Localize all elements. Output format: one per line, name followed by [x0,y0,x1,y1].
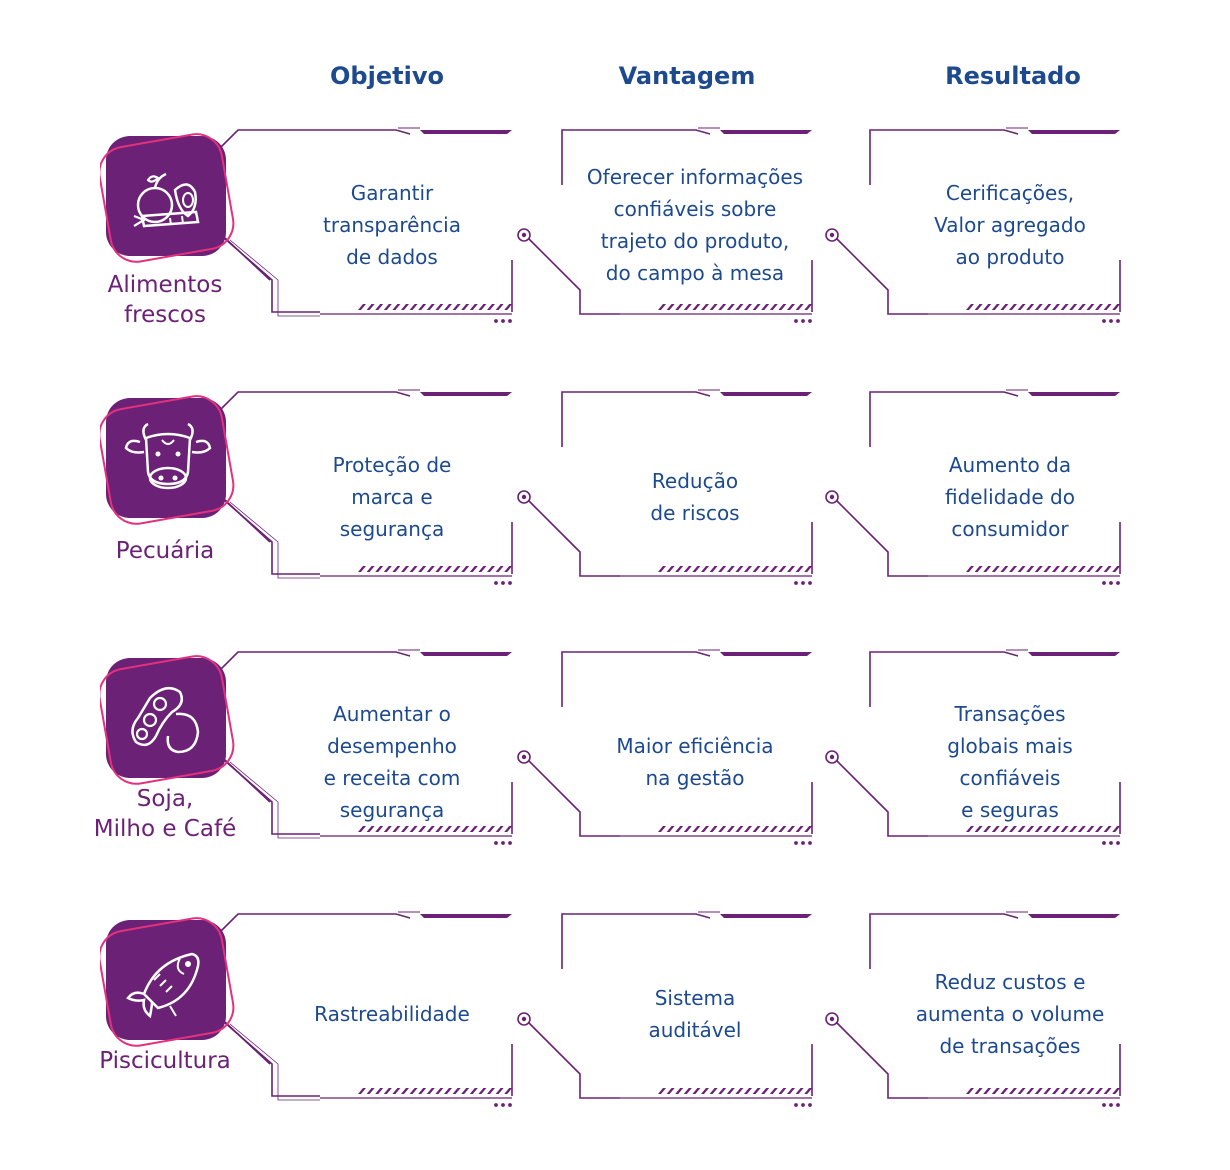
cell-vantagem: Sistema auditável [648,986,742,1042]
cow-icon [100,392,236,528]
row-frames [219,911,1121,1107]
cell-vantagem: Oferecer informações confiáveis sobre tr… [586,165,804,285]
cell-resultado: Transações globais mais confiáveis e seg… [947,702,1073,822]
cell-objetivo: Garantir transparência de dados [323,181,461,269]
cell-resultado: Aumento da fidelidade do consumidor [945,453,1075,541]
category-label: Pecuária [115,538,215,564]
header-resultado: Resultado [945,62,1081,90]
row-2: Soja, Milho e Café Aumentar o desempenho … [0,649,1230,882]
category-label: Soja, Milho e Café [93,786,237,842]
cell-vantagem: Redução de riscos [650,469,740,525]
header-vantagem: Vantagem [618,62,756,90]
row-0: Alimentos frescos Garantir transparência … [0,127,1230,360]
row-frames [219,389,1121,585]
row-3: Piscicultura Rastreabilidade Sistema audit… [0,911,1230,1144]
soybean-icon [100,652,236,788]
row-1: Pecuária Proteção de marca e segurança Red… [0,389,1230,622]
row-frames [219,649,1121,845]
row-frames [219,127,1121,323]
fish-icon [100,914,236,1050]
cell-vantagem: Maior eficiência na gestão [616,734,774,790]
header-objetivo: Objetivo [330,62,444,90]
cell-objetivo: Aumentar o desempenho e receita com segu… [323,702,461,822]
fruit-vegetables-icon [100,130,236,266]
category-label: Piscicultura [99,1048,231,1074]
cell-resultado: Cerificações, Valor agregado ao produto [934,181,1086,269]
cell-resultado: Reduz custos e aumenta o volume de trans… [915,970,1105,1058]
cell-objetivo: Rastreabilidade [314,1002,470,1026]
category-label: Alimentos frescos [107,272,223,328]
cell-objetivo: Proteção de marca e segurança [332,453,452,541]
